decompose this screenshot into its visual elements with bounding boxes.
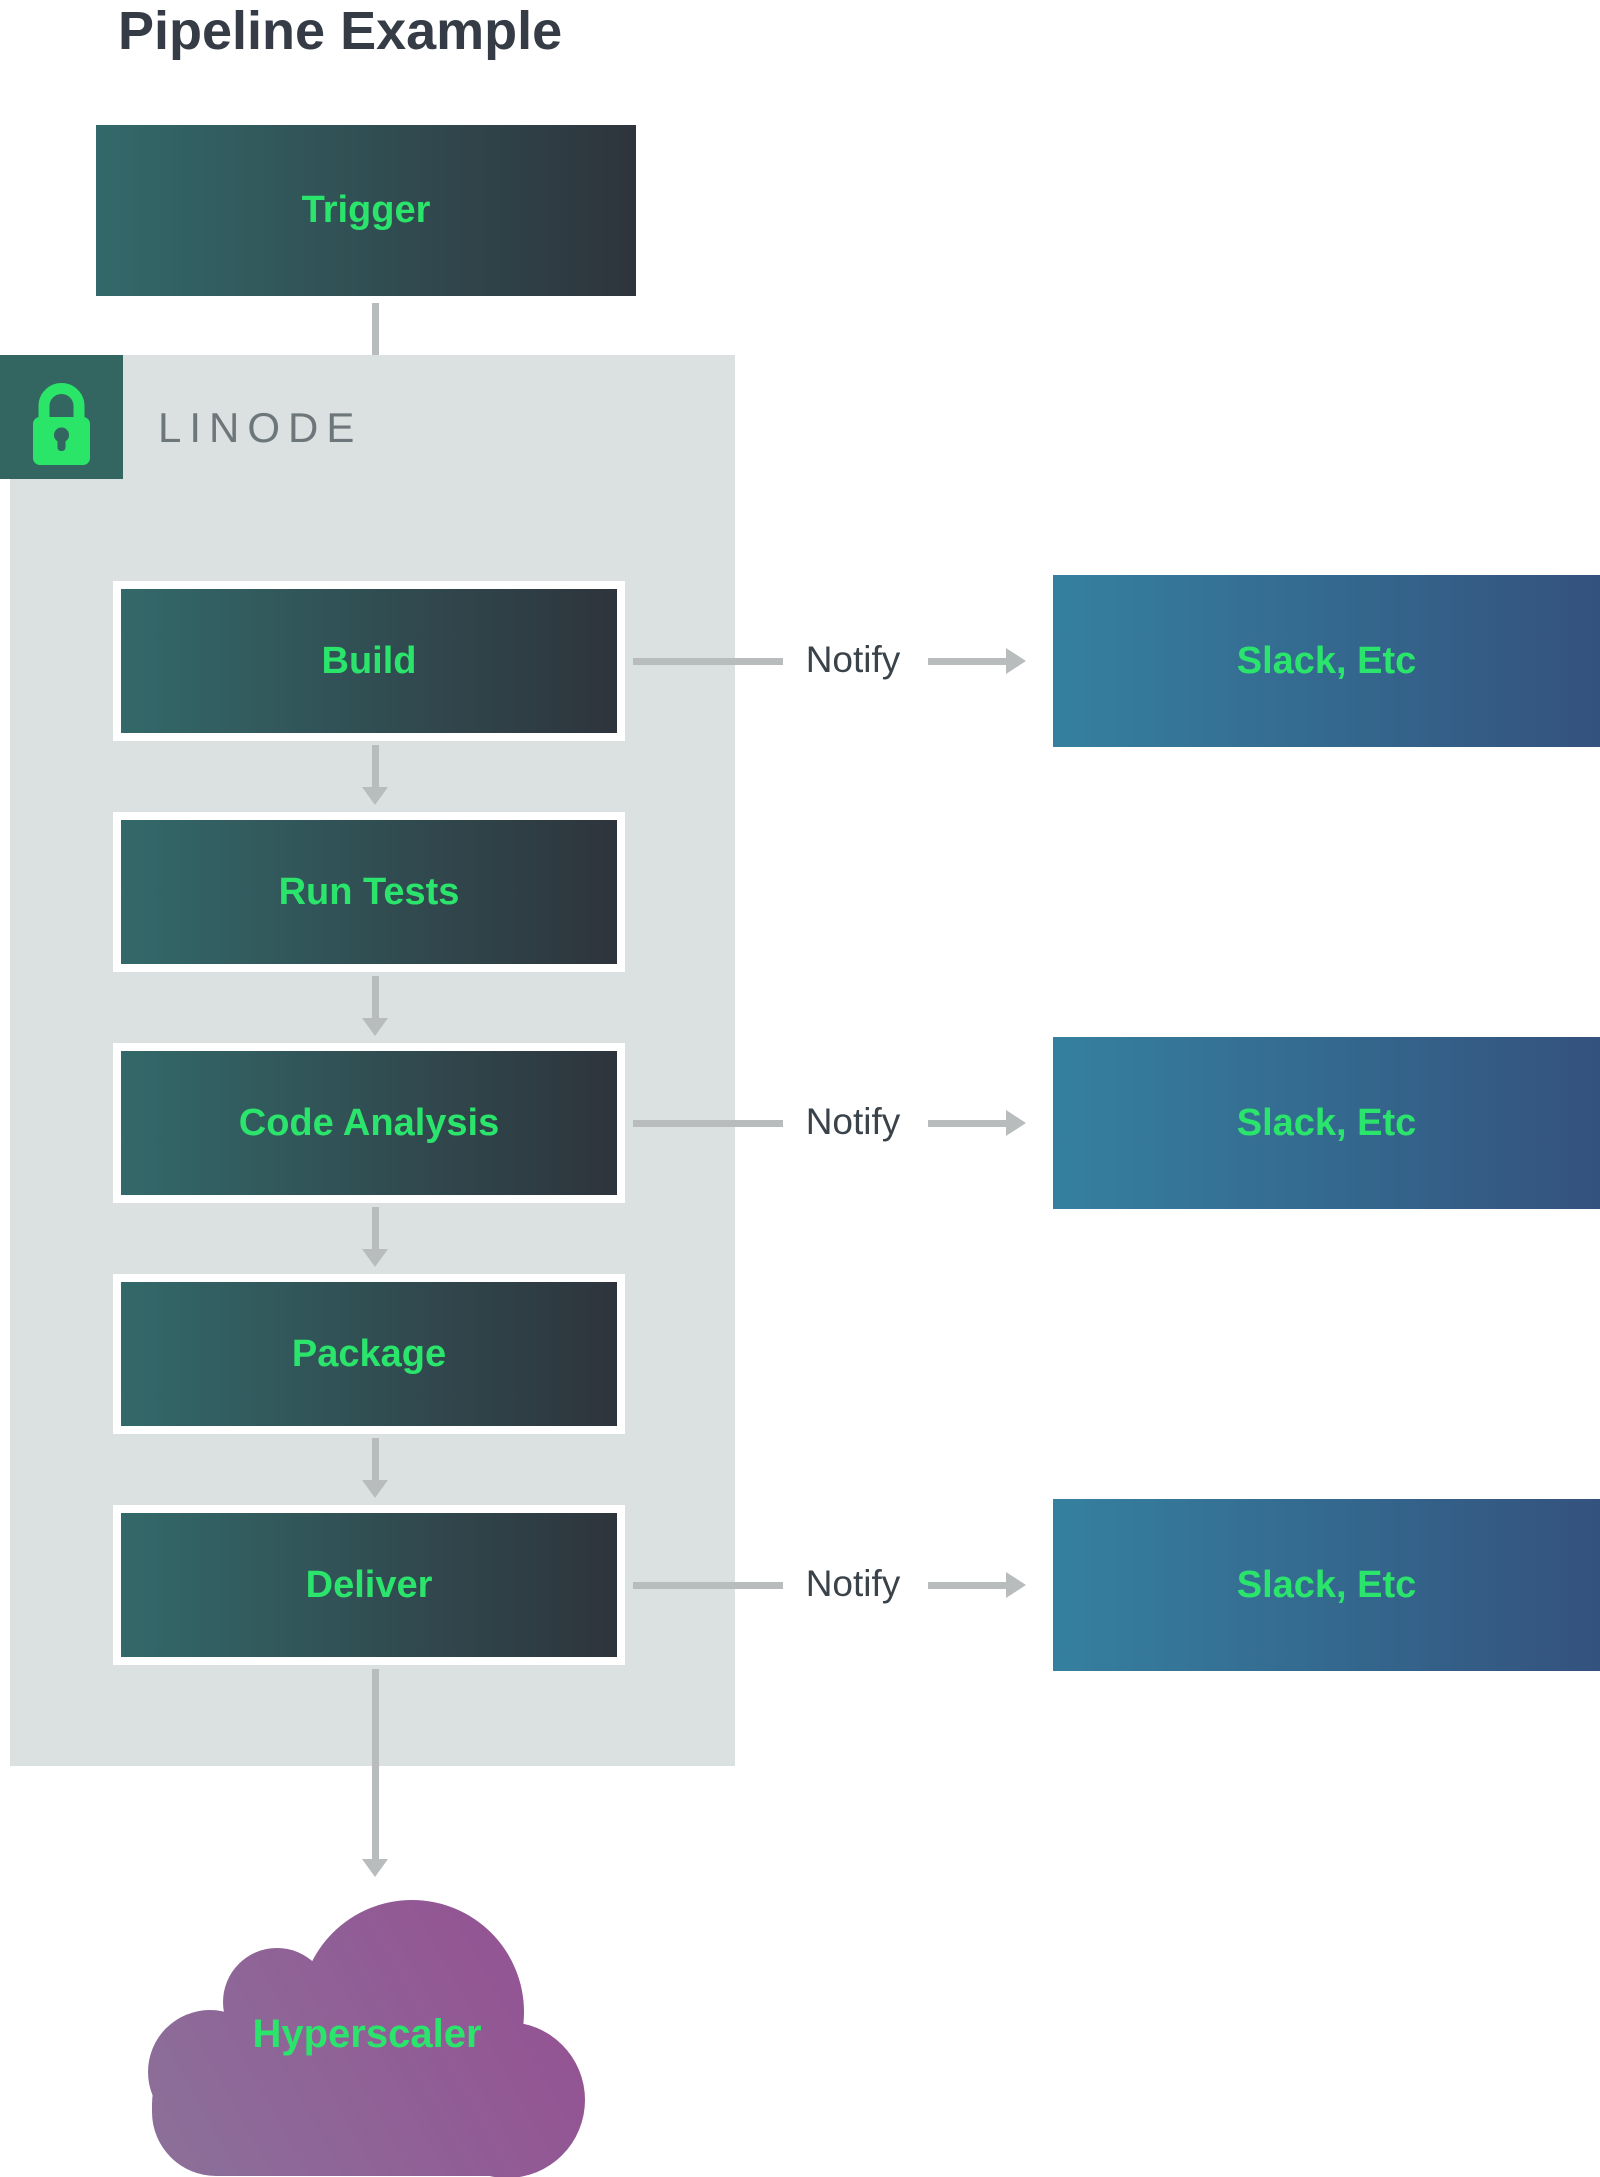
line-notify-to-slack-1: [928, 658, 1006, 665]
step-build-label: Build: [321, 639, 417, 682]
page-title: Pipeline Example: [118, 1, 563, 61]
step-deliver-label: Deliver: [305, 1563, 433, 1606]
hyperscaler-label: Hyperscaler: [252, 2012, 482, 2056]
slack-box-build: Slack, Etc: [1053, 575, 1600, 747]
line-deliver-to-notify: [633, 1582, 783, 1589]
line-notify-to-slack-3: [928, 1582, 1006, 1589]
line-build-to-notify: [633, 658, 783, 665]
lock-tile: [0, 355, 123, 479]
step-build: Build: [113, 581, 625, 741]
slack-box-deliver: Slack, Etc: [1053, 1499, 1600, 1671]
notify-label-codeanalysis: Notify: [805, 1101, 901, 1142]
trigger-box: Trigger: [96, 125, 636, 296]
step-run-tests-label: Run Tests: [278, 870, 460, 913]
step-code-analysis-label: Code Analysis: [238, 1101, 500, 1144]
arrowhead-notify-to-slack-1: [1006, 648, 1026, 674]
step-package: Package: [113, 1274, 625, 1434]
arrowhead-codeanalysis-to-package: [362, 1249, 388, 1267]
arrowhead-package-to-deliver: [362, 1480, 388, 1498]
cloud-icon: [148, 1900, 585, 2177]
step-package-label: Package: [291, 1332, 447, 1375]
notify-label-deliver: Notify: [805, 1563, 901, 1604]
arrow-build-to-runtests: [372, 745, 379, 787]
slack-label-build: Slack, Etc: [1236, 639, 1417, 682]
notify-label-build: Notify: [805, 639, 901, 680]
trigger-label: Trigger: [301, 189, 431, 231]
linode-panel-label: LINODE: [158, 404, 363, 451]
arrow-codeanalysis-to-package: [372, 1207, 379, 1249]
step-run-tests: Run Tests: [113, 812, 625, 972]
arrow-runtests-to-codeanalysis: [372, 976, 379, 1018]
arrow-package-to-deliver: [372, 1438, 379, 1480]
slack-label-deliver: Slack, Etc: [1236, 1563, 1417, 1606]
arrowhead-notify-to-slack-3: [1006, 1572, 1026, 1598]
arrowhead-runtests-to-codeanalysis: [362, 1018, 388, 1036]
arrowhead-notify-to-slack-2: [1006, 1110, 1026, 1136]
step-deliver: Deliver: [113, 1505, 625, 1665]
arrowhead-build-to-runtests: [362, 787, 388, 805]
slack-label-codeanalysis: Slack, Etc: [1236, 1101, 1417, 1144]
line-notify-to-slack-2: [928, 1120, 1006, 1127]
arrowhead-deliver-to-cloud: [362, 1859, 388, 1877]
step-code-analysis: Code Analysis: [113, 1043, 625, 1203]
lock-icon: [33, 383, 90, 465]
line-codeanalysis-to-notify: [633, 1120, 783, 1127]
arrow-deliver-to-cloud: [372, 1669, 379, 1859]
hyperscaler-cloud: [142, 1888, 592, 2177]
slack-box-codeanalysis: Slack, Etc: [1053, 1037, 1600, 1209]
